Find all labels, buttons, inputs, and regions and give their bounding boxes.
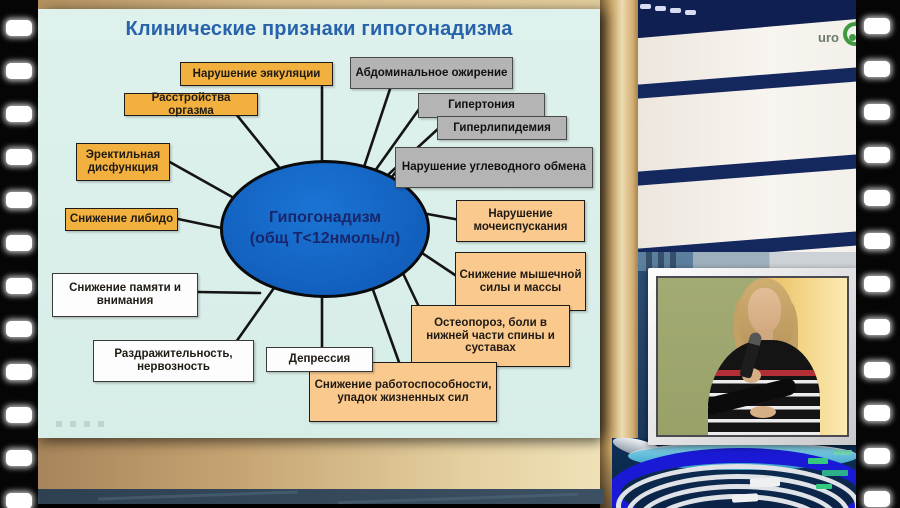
film-sprocket-hole	[864, 448, 890, 464]
ceiling-light	[655, 6, 666, 11]
film-sprocket-hole	[6, 278, 32, 294]
diagram-node: Абдоминальное ожирение	[350, 57, 513, 89]
studio-floor	[38, 489, 604, 505]
presenter-video-panel	[648, 268, 857, 445]
ceiling-light	[640, 4, 651, 9]
diagram-node: Гиперлипидемия	[437, 116, 567, 140]
film-sprocket-hole	[864, 319, 890, 335]
desk-glitch-pixels	[822, 470, 848, 476]
diagram-node: Расстройства оргазма	[124, 92, 258, 117]
film-sprocket-hole	[864, 233, 890, 249]
film-sprocket-hole	[6, 63, 32, 79]
slide-footer-marks	[56, 421, 106, 427]
studio-wall	[638, 0, 857, 272]
film-sprocket-hole	[864, 18, 890, 34]
midband-tick	[658, 252, 664, 272]
central-node-hypogonadism: Гипогонадизм (общ Т<12нмоль/л)	[220, 160, 430, 298]
film-strip-right	[856, 0, 900, 508]
floor-streak	[338, 492, 578, 505]
film-sprocket-hole	[6, 450, 32, 466]
central-node-line2: (общ Т<12нмоль/л)	[249, 230, 401, 247]
film-sprocket-hole	[6, 106, 32, 122]
desk-highlight	[731, 493, 759, 503]
gold-border-bottom	[38, 438, 604, 490]
film-sprocket-hole	[864, 147, 890, 163]
film-sprocket-hole	[864, 190, 890, 206]
film-sprocket-hole	[864, 405, 890, 421]
desk-glitch-pixels	[808, 458, 828, 464]
film-sprocket-hole	[864, 104, 890, 120]
presenter-sweater	[708, 340, 820, 435]
film-strip-left	[0, 0, 38, 508]
film-sprocket-hole	[6, 20, 32, 36]
logo-text: uro	[818, 30, 839, 45]
midband-tick	[646, 252, 652, 272]
gold-pillar	[600, 0, 640, 508]
film-sprocket-hole	[864, 362, 890, 378]
film-sprocket-hole	[6, 364, 32, 380]
presenter-face	[748, 288, 781, 334]
ceiling-light	[685, 10, 696, 15]
diagram-node: Депрессия	[266, 347, 373, 372]
floor-streak	[98, 490, 298, 501]
desk-glitch-pixels	[834, 450, 852, 455]
presentation-slide: Клинические признаки гипогонадизма Гипог…	[38, 9, 600, 438]
studio-desk	[612, 438, 864, 508]
diagram-node: Нарушение эякуляции	[180, 62, 333, 86]
diagram-node: Раздражительность, нервозность	[93, 340, 254, 382]
film-sprocket-hole	[864, 276, 890, 292]
diagram-node: Нарушение мочеиспускания	[456, 200, 585, 242]
film-sprocket-hole	[6, 407, 32, 423]
film-sprocket-hole	[6, 493, 32, 508]
presenter-hand	[750, 406, 776, 418]
film-sprocket-hole	[864, 61, 890, 77]
diagram-node: Остеопороз, боли в нижней части спины и …	[411, 305, 570, 367]
diagram-node: Гипертония	[418, 93, 545, 118]
presenter-video	[656, 276, 849, 437]
film-sprocket-hole	[6, 321, 32, 337]
film-sprocket-hole	[6, 149, 32, 165]
gold-border-top	[38, 0, 604, 9]
diagram-node: Снижение мышечной силы и массы	[455, 252, 586, 311]
film-sprocket-hole	[6, 192, 32, 208]
ceiling-light	[670, 8, 681, 13]
film-sprocket-hole	[864, 491, 890, 507]
diagram-node: Снижение либидо	[65, 208, 178, 231]
diagram-node: Снижение работоспособности, упадок жизне…	[309, 362, 497, 422]
desk-highlight	[749, 477, 781, 488]
sweater-red-stripe	[708, 370, 820, 376]
diagram-node: Снижение памяти и внимания	[52, 273, 198, 317]
desk-glitch-pixels	[816, 484, 832, 489]
central-node-line1: Гипогонадизм	[268, 209, 382, 227]
diagram-node: Эректильная дисфункция	[76, 143, 170, 181]
diagram-node: Нарушение углеводного обмена	[395, 147, 593, 188]
midband-tick	[670, 252, 676, 272]
film-sprocket-hole	[6, 235, 32, 251]
studio-midband	[638, 252, 857, 272]
slide-title: Клинические признаки гипогонадизма	[125, 18, 513, 40]
